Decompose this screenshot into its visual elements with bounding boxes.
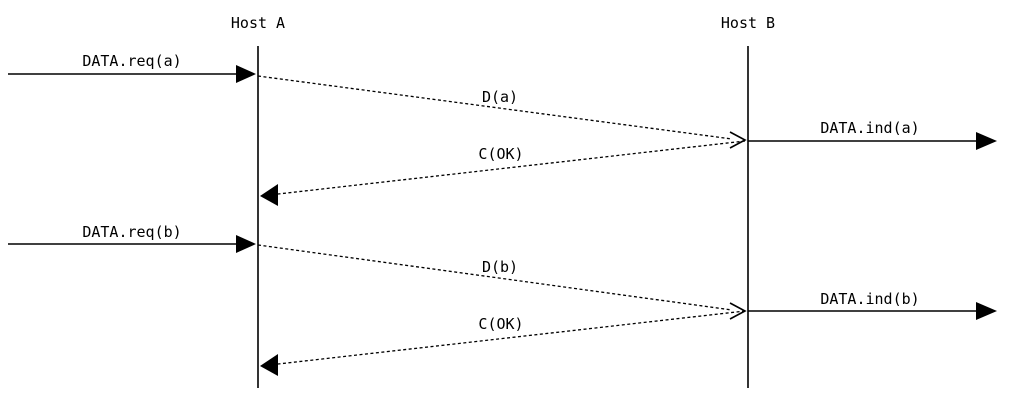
ack-arrowhead-b [260,354,278,376]
ack-arrow-a [277,140,746,195]
data-arrow-a [257,75,733,140]
ack-label-b: C(OK) [478,315,523,333]
ack-arrow-b [277,310,746,365]
exchange-b: DATA.req(b) D(b) DATA.ind(b) C(OK) [8,223,997,376]
indication-label-a: DATA.ind(a) [820,119,919,137]
indication-arrowhead-a [976,132,997,150]
ack-arrowhead-a [260,184,278,206]
data-label-a: D(a) [482,88,518,106]
data-arrow-b [257,244,733,311]
request-label-b: DATA.req(b) [82,223,181,241]
data-label-b: D(b) [482,258,518,276]
ack-label-a: C(OK) [478,145,523,163]
exchange-a: DATA.req(a) D(a) DATA.ind(a) C(OK) [8,52,997,206]
host-b-label: Host B [721,14,775,32]
indication-arrowhead-b [976,302,997,320]
request-arrowhead-a [236,65,256,83]
request-arrowhead-b [236,235,256,253]
data-arrowhead-a [729,131,747,149]
request-label-a: DATA.req(a) [82,52,181,70]
host-a-label: Host A [231,14,285,32]
indication-label-b: DATA.ind(b) [820,290,919,308]
